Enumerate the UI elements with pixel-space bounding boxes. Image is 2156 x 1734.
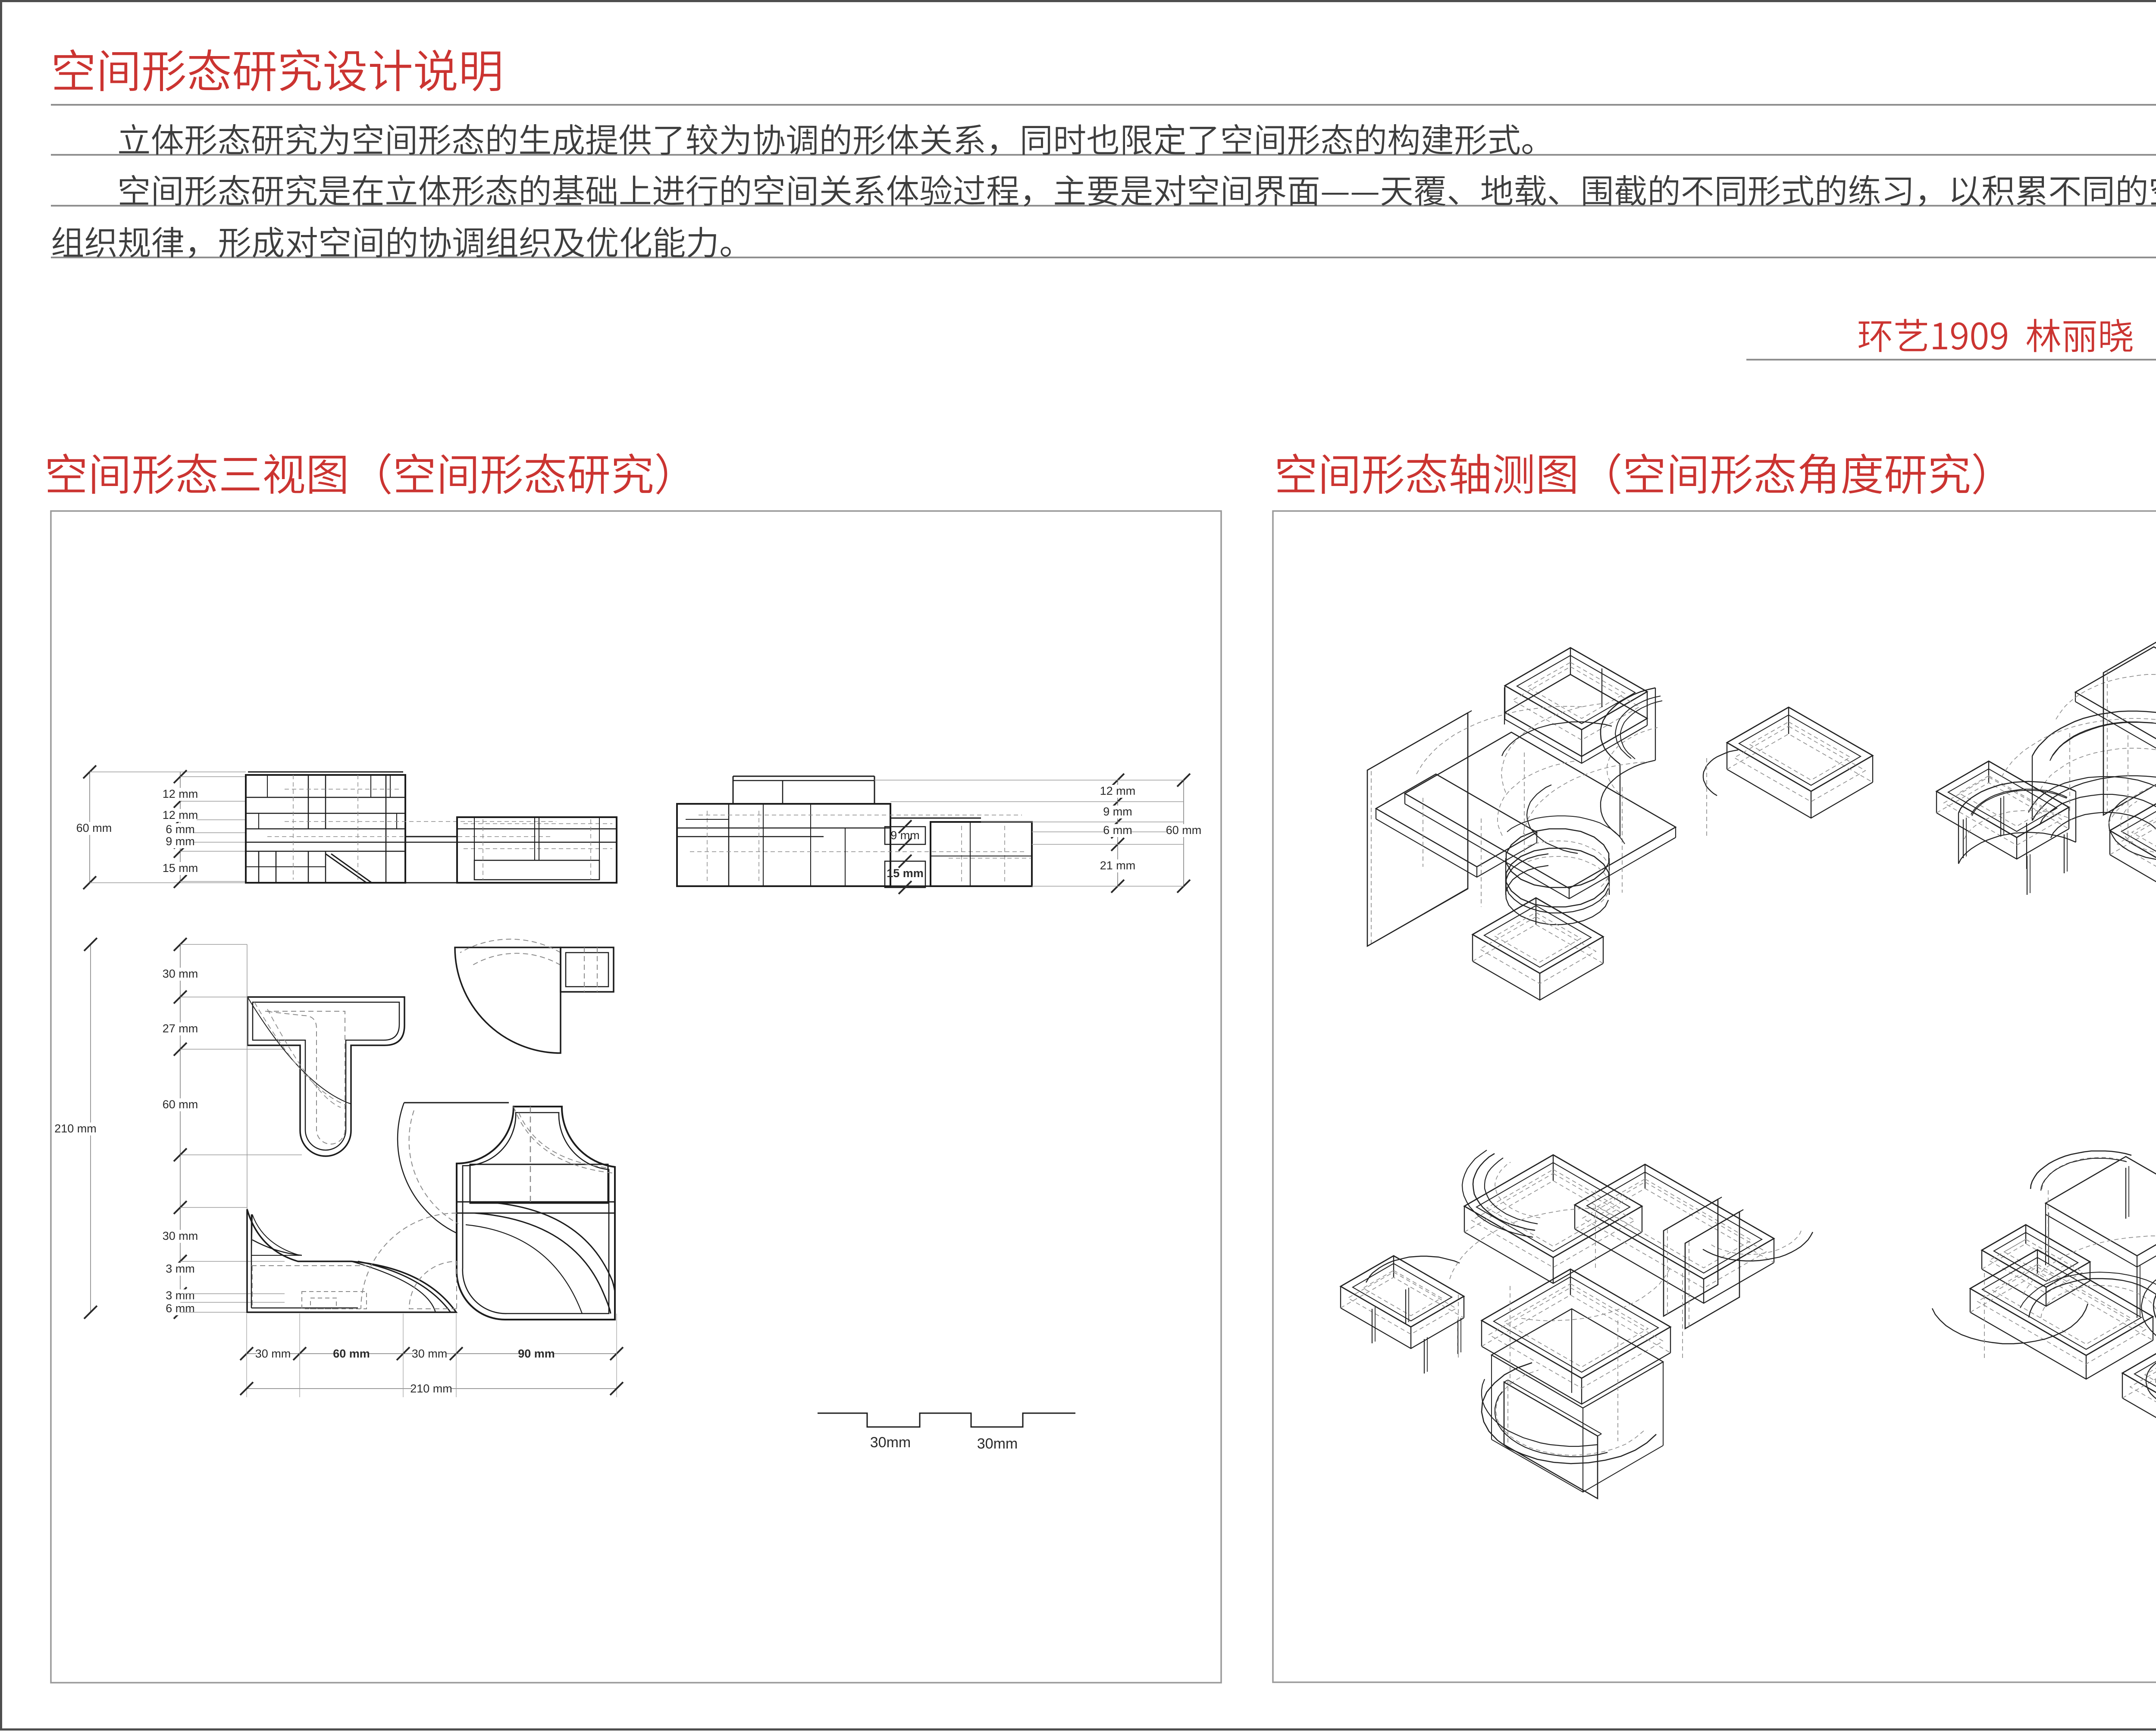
svg-text:3 mm: 3 mm bbox=[166, 1289, 195, 1302]
svg-text:9 mm: 9 mm bbox=[890, 829, 920, 842]
svg-text:12 mm: 12 mm bbox=[163, 787, 198, 800]
svg-text:6 mm: 6 mm bbox=[1103, 824, 1132, 837]
svg-text:15 mm: 15 mm bbox=[163, 862, 198, 875]
svg-text:210 mm: 210 mm bbox=[410, 1382, 452, 1395]
svg-text:60 mm: 60 mm bbox=[163, 1098, 198, 1111]
svg-text:12 mm: 12 mm bbox=[1100, 784, 1136, 797]
svg-text:9 mm: 9 mm bbox=[166, 835, 195, 848]
svg-text:60 mm: 60 mm bbox=[76, 822, 112, 834]
svg-text:60 mm: 60 mm bbox=[333, 1347, 370, 1360]
svg-text:30mm: 30mm bbox=[977, 1436, 1018, 1452]
svg-text:60 mm: 60 mm bbox=[1166, 824, 1202, 837]
svg-text:6 mm: 6 mm bbox=[166, 1302, 195, 1315]
svg-text:27 mm: 27 mm bbox=[163, 1022, 198, 1035]
svg-text:30mm: 30mm bbox=[870, 1434, 911, 1451]
svg-text:3 mm: 3 mm bbox=[166, 1262, 195, 1275]
svg-text:30 mm: 30 mm bbox=[412, 1347, 448, 1360]
svg-text:30 mm: 30 mm bbox=[163, 967, 198, 980]
svg-text:21 mm: 21 mm bbox=[1100, 859, 1136, 872]
svg-text:12 mm: 12 mm bbox=[163, 809, 198, 822]
svg-text:210 mm: 210 mm bbox=[54, 1122, 97, 1135]
svg-text:6 mm: 6 mm bbox=[166, 823, 195, 836]
svg-text:90 mm: 90 mm bbox=[518, 1347, 555, 1360]
svg-text:30 mm: 30 mm bbox=[255, 1347, 291, 1360]
svg-text:9 mm: 9 mm bbox=[1103, 805, 1132, 818]
svg-text:30 mm: 30 mm bbox=[163, 1229, 198, 1242]
svg-text:15 mm: 15 mm bbox=[887, 867, 924, 880]
